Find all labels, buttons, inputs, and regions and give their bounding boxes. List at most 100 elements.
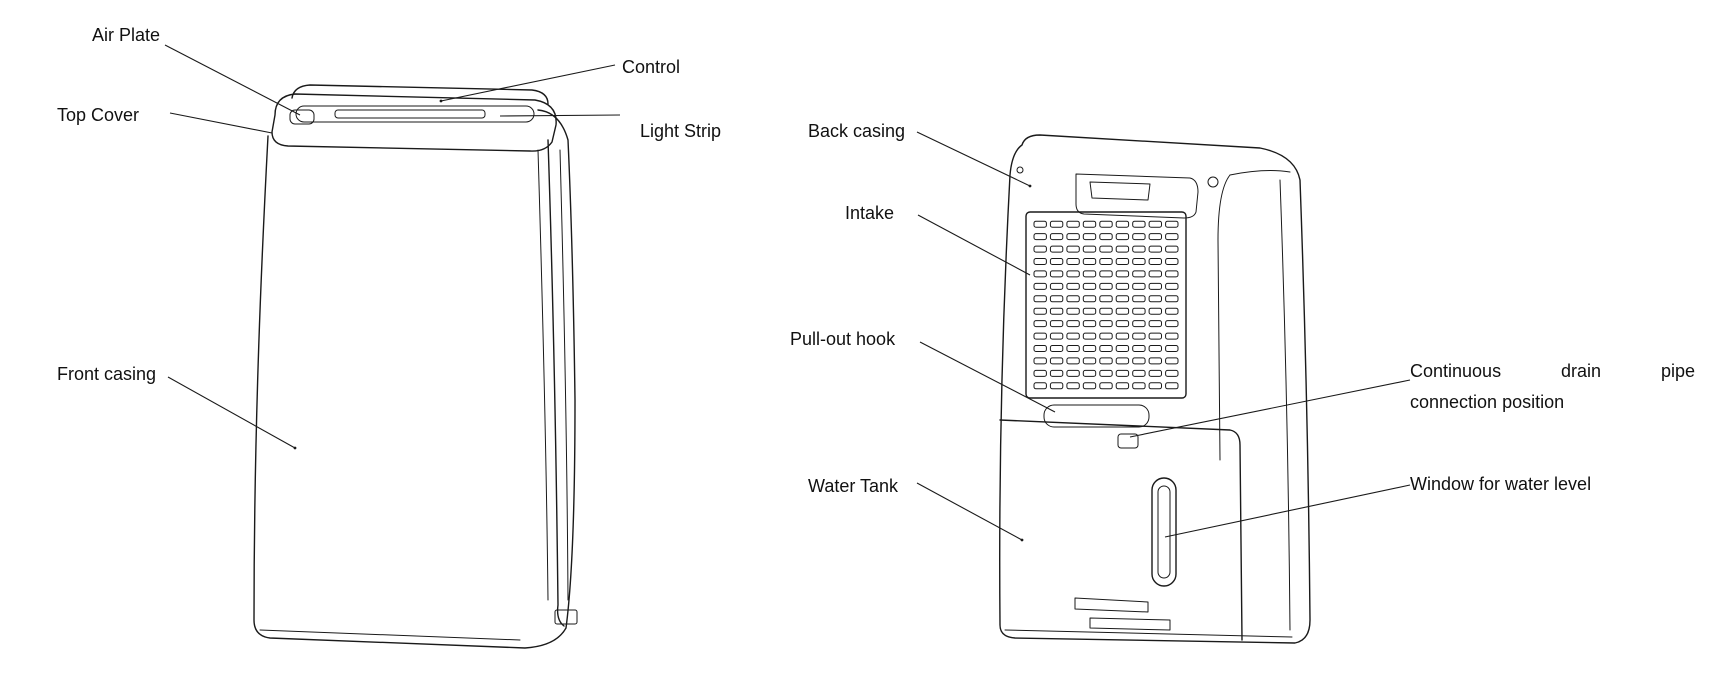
grille-slat [1099,369,1113,377]
label-pull-out-hook: Pull-out hook [790,329,896,349]
grille-slat [1066,282,1080,290]
leader-back-casing [916,131,1031,187]
grille-slat [1033,307,1047,315]
grille-slat [1115,295,1130,303]
grille-slat [1099,282,1113,290]
grille-slat [1049,382,1064,390]
leader-pull-out-hook [919,341,1056,413]
grille-slat [1066,307,1080,315]
grille-slat [1148,382,1162,390]
grille-slat [1165,220,1179,228]
grille-slat [1099,258,1113,265]
grille-slat [1066,270,1080,278]
grille-slat [1165,369,1179,377]
grille-slat [1115,220,1130,228]
grille-slat [1082,282,1097,290]
grille-slat [1082,357,1097,365]
grille-slat [1148,357,1162,365]
grille-slat [1066,382,1080,390]
grille-slat [1165,357,1179,365]
back-handle [1075,173,1199,219]
grille-slat [1115,369,1130,377]
air-plate [289,109,315,125]
grille-slat [1165,382,1179,390]
grille-slat [1082,270,1097,278]
label-back-casing: Back casing [808,121,906,141]
grille-slat [1115,270,1130,278]
grille-slat [1066,369,1080,377]
back-screw [1207,176,1219,188]
grille-slat [1132,282,1146,290]
grille-slat [1066,245,1080,253]
grille-slat [1082,320,1097,328]
back-bottom-slot [1074,597,1149,613]
grille-slat [1082,332,1097,340]
grille-slat [1049,282,1064,290]
grille-slat [1115,258,1130,265]
grille-slat [1033,357,1047,365]
grille-slat [1049,345,1064,352]
front-leader-lines [164,44,621,449]
grille-slat [1165,332,1179,340]
grille-slat [1148,245,1162,253]
grille-slat [1165,345,1179,352]
grille-slat [1165,320,1179,328]
grille-slat [1033,233,1047,241]
grille-slat [1049,220,1064,228]
drain-word-3: pipe [1660,361,1695,381]
grille-slat [1132,357,1146,365]
grille-slat [1082,245,1097,253]
drain-connection [1117,433,1139,449]
side-panel-edge [537,149,549,601]
grille-slat [1099,345,1113,352]
intake-grille [1025,211,1187,399]
grille-slat [1033,245,1047,253]
back-bottom-slot-2 [1089,617,1171,631]
grille-slat [1115,382,1130,390]
grille-slat [1066,233,1080,241]
leader-intake [917,214,1031,276]
grille-slat [1165,245,1179,253]
grille-slat [1148,320,1162,328]
grille-slat [1033,332,1047,340]
front-view-unit [253,84,578,649]
back-handle-inner [1089,181,1151,201]
back-view-unit [999,134,1311,644]
grille-slat [1049,295,1064,303]
grille-slat [1165,270,1179,278]
grille-slat [1066,332,1080,340]
leader-top-cover [169,112,273,134]
leader-front-casing [167,376,296,449]
grille-slat [1132,233,1146,241]
grille-slat [1115,307,1130,315]
leader-water-tank [916,482,1023,541]
back-casing-outline [999,134,1311,644]
grille-slat [1099,220,1113,228]
grille-slat [1115,282,1130,290]
grille-slat [1148,282,1162,290]
label-light-strip: Light Strip [640,121,722,141]
front-casing-outline [253,109,576,649]
grille-slat [1082,382,1097,390]
grille-slat [1049,369,1064,377]
grille-slat [1066,357,1080,365]
water-level-window [1151,477,1177,587]
label-continuous-drain: Continuous drain pipe connection positio… [1410,356,1695,418]
grille-slat [1148,369,1162,377]
top-cover-outline [271,93,557,152]
front-base-line [259,629,521,641]
grille-slat [1165,307,1179,315]
grille-slat [1033,220,1047,228]
grille-slat [1033,320,1047,328]
grille-slat [1082,307,1097,315]
label-drain-line-1: Continuous drain pipe [1410,356,1695,387]
control-buttons [334,109,486,119]
grille-slat [1099,320,1113,328]
grille-slat [1148,345,1162,352]
grille-slat [1132,258,1146,265]
grille-slat [1115,245,1130,253]
grille-slat [1033,345,1047,352]
side-panel-outline [547,139,565,627]
grille-slat [1049,233,1064,241]
